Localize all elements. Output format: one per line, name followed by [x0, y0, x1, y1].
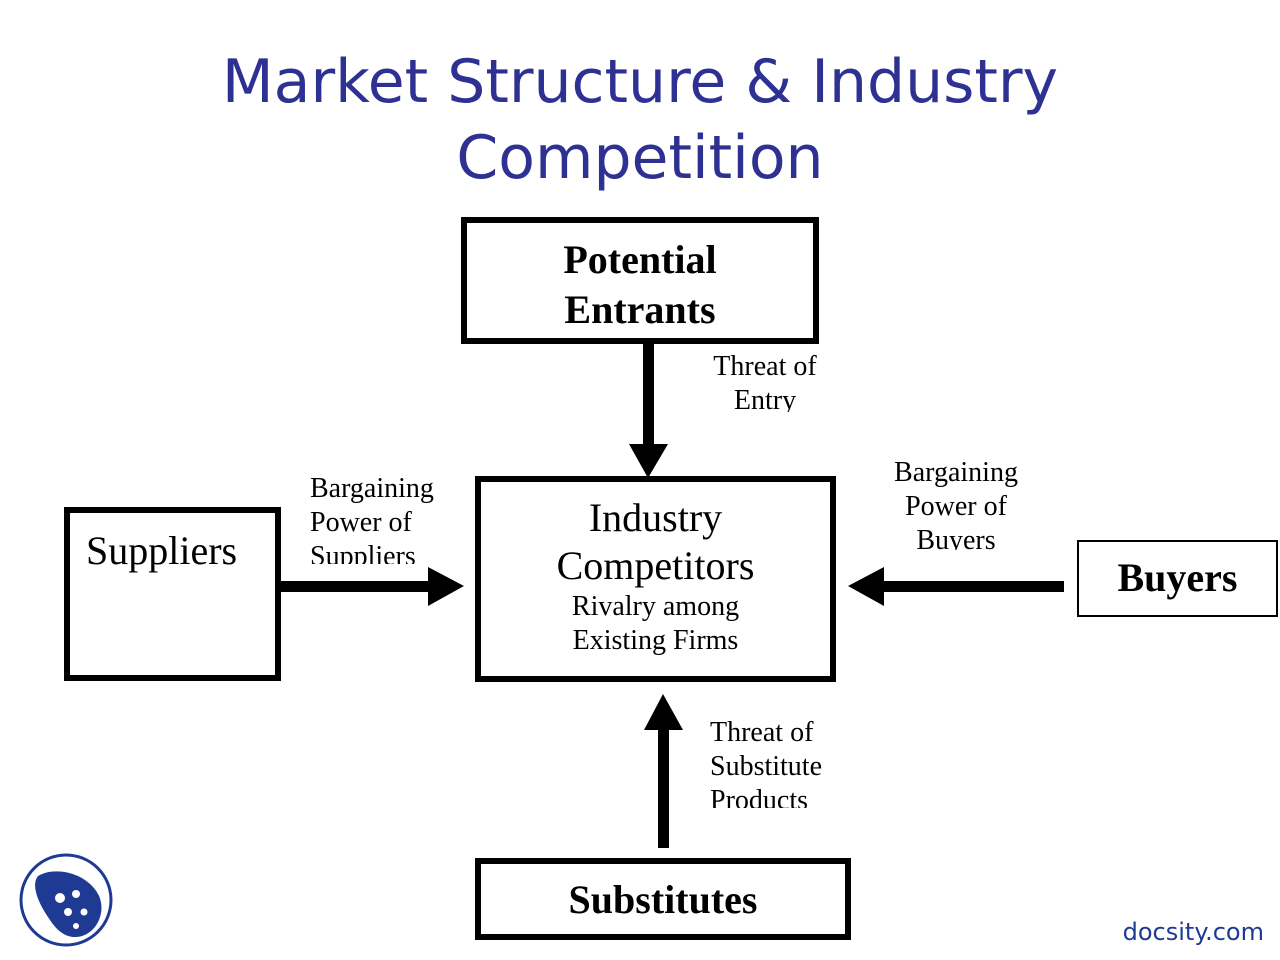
arrow-threat-of-entry — [629, 340, 668, 478]
slide-title-line-1: Market Structure & Industry — [221, 47, 1059, 117]
potential-entrants-box: Potential Entrants — [461, 217, 819, 344]
threat-of-entry-line-1: Threat of — [713, 351, 817, 382]
supplier-power-line-1: Bargaining — [310, 473, 434, 504]
buyer-power-label: Bargaining Power of Buyers — [880, 456, 1032, 550]
threat-of-entry-label: Threat of Entry — [700, 350, 830, 412]
threat-of-entry-line-2: Entry — [733, 385, 797, 412]
buyers-box: Buyers — [1077, 540, 1278, 617]
arrow-buyer-power — [848, 567, 1064, 606]
slide-title: Market Structure & Industry Competition — [0, 44, 1280, 196]
suppliers-label: Suppliers — [86, 528, 238, 573]
supplier-power-label: Bargaining Power of Suppliers — [310, 472, 460, 564]
threat-of-substitutes-label: Threat of Substitute Products — [710, 716, 860, 808]
suppliers-box: Suppliers — [64, 507, 281, 681]
industry-competitors-line-3: Rivalry among — [571, 591, 740, 622]
buyer-power-line-3: Buyers — [916, 525, 996, 550]
slide-title-line-2: Competition — [456, 123, 824, 193]
industry-competitors-line-4: Existing Firms — [572, 625, 739, 656]
potential-entrants-line-1: Potential — [563, 237, 717, 282]
supplier-power-line-3: Suppliers — [310, 541, 416, 564]
supplier-power-line-2: Power of — [310, 507, 412, 538]
buyer-power-line-1: Bargaining — [894, 457, 1018, 488]
industry-competitors-line-1: Industry — [588, 495, 723, 540]
threat-of-substitutes-line-3: Products — [710, 785, 808, 808]
substitutes-box: Substitutes — [475, 858, 851, 940]
industry-competitors-line-2: Competitors — [556, 543, 755, 588]
arrow-threat-of-substitutes — [644, 694, 683, 848]
buyer-power-line-2: Power of — [905, 491, 1007, 522]
threat-of-substitutes-line-1: Threat of — [710, 717, 814, 748]
docsity-logo-icon — [19, 853, 113, 947]
threat-of-substitutes-line-2: Substitute — [710, 751, 823, 782]
potential-entrants-line-2: Entrants — [564, 287, 716, 332]
docsity-brand-link[interactable]: docsity.com — [1122, 918, 1264, 946]
substitutes-label: Substitutes — [568, 877, 758, 922]
industry-competitors-box: Industry Competitors Rivalry among Exist… — [475, 476, 836, 682]
arrow-supplier-power — [280, 567, 464, 606]
buyers-label: Buyers — [1117, 555, 1238, 600]
